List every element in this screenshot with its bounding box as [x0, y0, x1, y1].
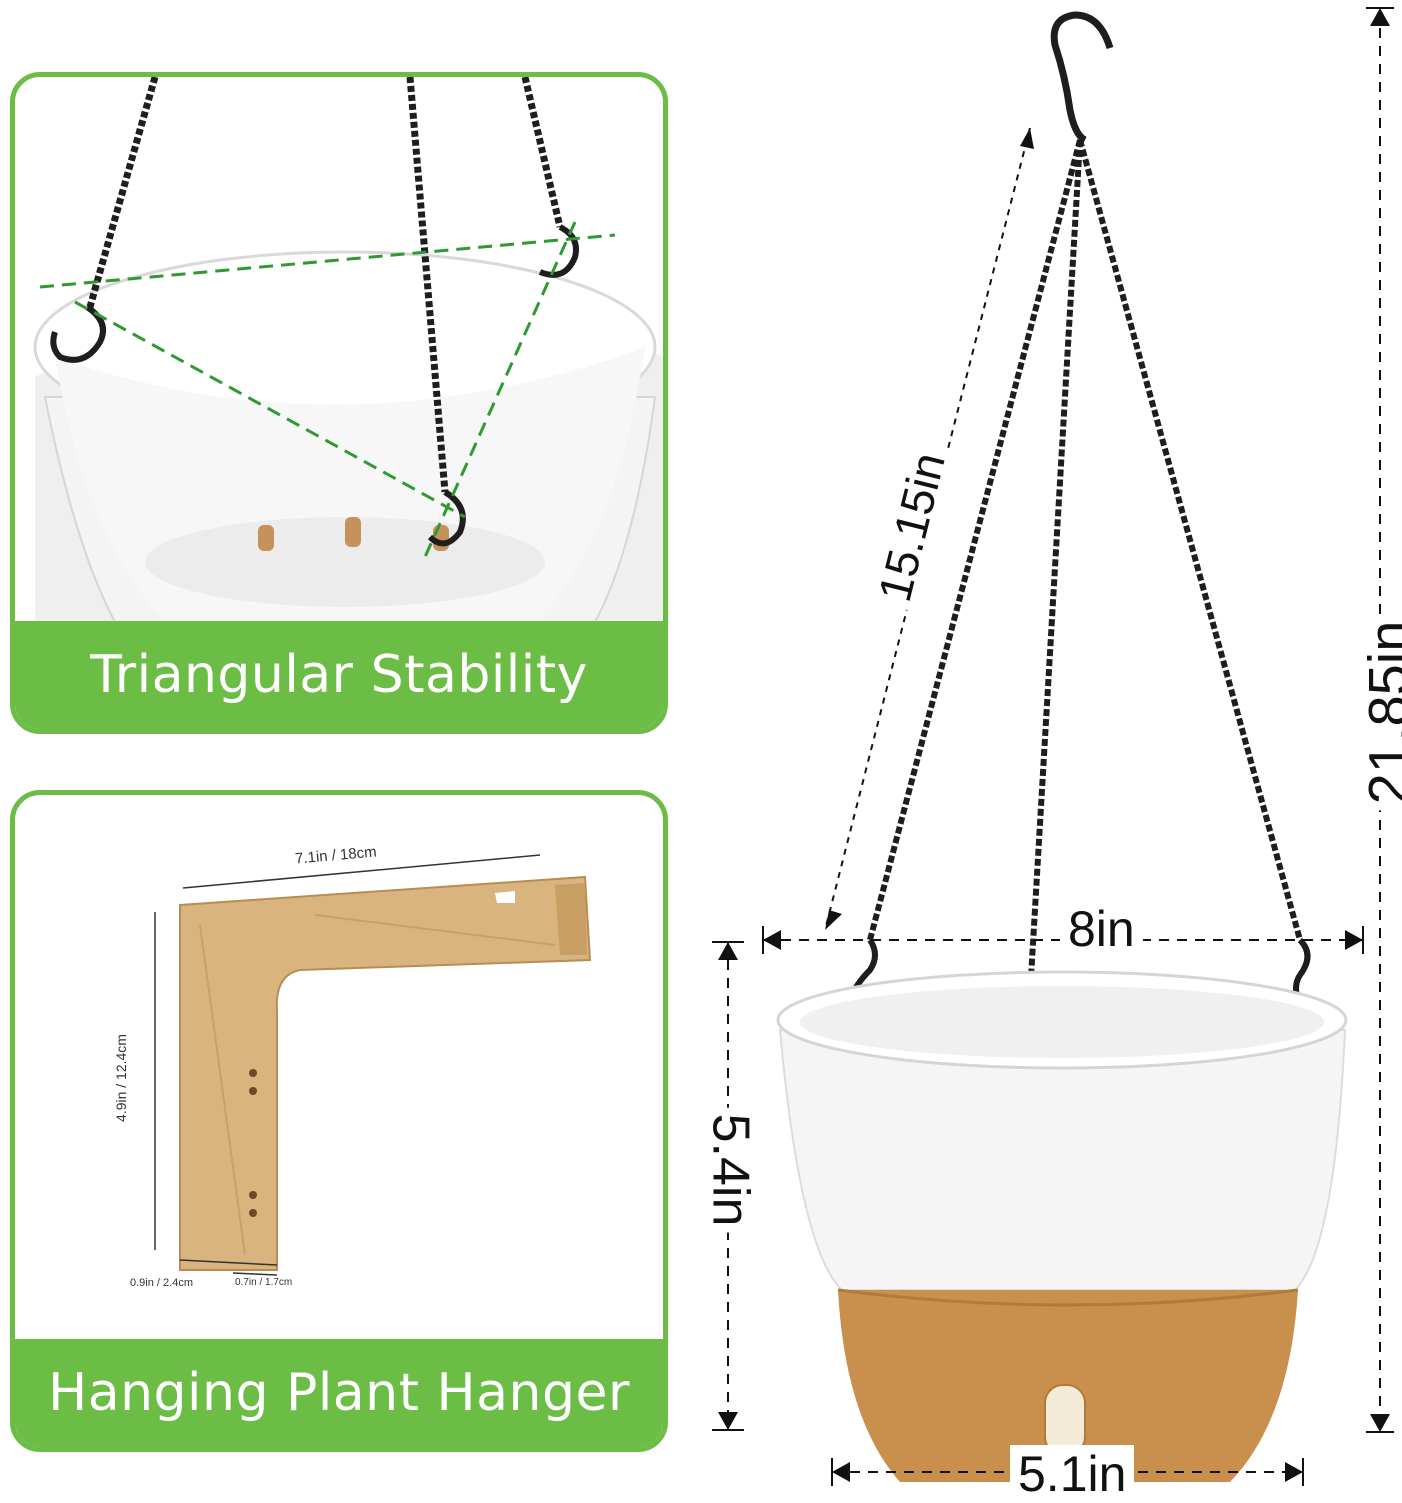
- triangular-stability-panel: Triangular Stability: [10, 72, 668, 734]
- plant-hanger-panel: 7.1in / 18cm 4.9in / 12.4cm 0.9in / 2.4c…: [10, 790, 668, 1452]
- wood-bracket-illustration: [154, 854, 592, 1276]
- pot-height-dim: 5.4in: [700, 1107, 761, 1233]
- top-s-hook: [1050, 11, 1114, 144]
- total-height-dim: 21.85in: [1355, 614, 1402, 811]
- bracket-lip-dim: 0.7in / 1.7cm: [235, 1277, 293, 1288]
- bracket-thickness-dim: 0.9in / 2.4cm: [130, 1277, 193, 1289]
- base-diameter-dim: 5.1in: [1010, 1445, 1135, 1503]
- top-diameter-dim: 8in: [1060, 900, 1143, 958]
- pot-closeup-illustration: [33, 77, 663, 637]
- triangular-stability-label: Triangular Stability: [15, 621, 663, 729]
- plant-hanger-label: Hanging Plant Hanger: [15, 1339, 663, 1447]
